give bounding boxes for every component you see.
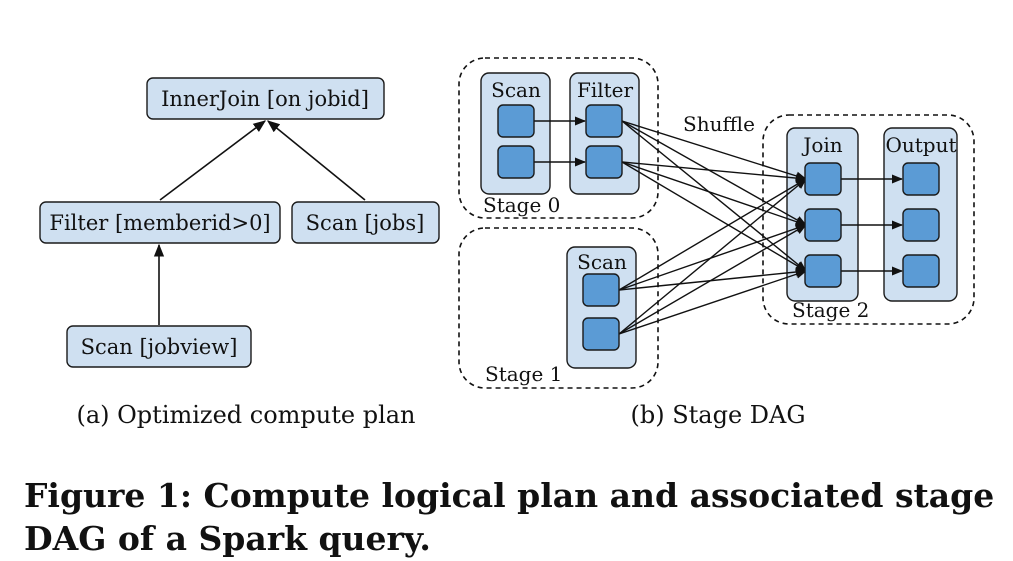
stage0-label: Stage 0 [483, 193, 560, 217]
stage1-region [458, 227, 659, 389]
task-squares [497, 104, 940, 351]
dag-output-label: Output [885, 133, 956, 157]
task-square [585, 145, 623, 179]
scan-jobview-label: Scan [jobview] [81, 335, 238, 359]
stage0-region [458, 57, 659, 219]
shuffle-edge [618, 224, 807, 335]
stage2-region [762, 114, 975, 325]
shuffle-edge [618, 178, 807, 291]
dag-scan2-label: Scan [577, 250, 627, 274]
innerjoin-label: InnerJoin [on jobid] [161, 87, 369, 111]
dag-join-label: Join [801, 133, 842, 157]
edge-filter-to-join [159, 120, 267, 201]
innerjoin-node [146, 77, 385, 120]
stage2-label: Stage 2 [792, 298, 869, 322]
task-square [902, 208, 940, 242]
task-square [902, 254, 940, 288]
shuffle-edge [618, 178, 807, 335]
dag-caption: (b) Stage DAG [630, 401, 805, 429]
stage1-label: Stage 1 [485, 362, 562, 386]
task-square [804, 254, 842, 288]
figure-caption: Figure 1: Compute logical plan and assoc… [24, 476, 995, 558]
scan-jobs-label: Scan [jobs] [306, 211, 425, 235]
dag-scan-label: Scan [491, 78, 541, 102]
task-square [582, 317, 620, 351]
figure-diagram: InnerJoin [on jobid] Filter [memberid>0]… [39, 57, 975, 429]
stage-dag: Scan Filter Scan Join Output [458, 57, 975, 429]
task-square [582, 273, 620, 307]
scan-jobview-node [66, 325, 252, 368]
shuffle-edge [621, 161, 808, 183]
task-square [804, 162, 842, 196]
shuffle-edge [618, 224, 808, 291]
task-square [497, 145, 535, 179]
task-square [804, 208, 842, 242]
compute-plan: InnerJoin [on jobid] Filter [memberid>0]… [39, 77, 440, 429]
task-square [585, 104, 623, 138]
shuffle-edge [618, 269, 808, 335]
filter-label: Filter [memberid>0] [49, 211, 270, 235]
shuffle-edge [621, 120, 807, 272]
shuffle-edges [618, 120, 808, 335]
shuffle-edge [621, 161, 808, 226]
dag-filter-label: Filter [577, 78, 634, 102]
task-square [902, 162, 940, 196]
shuffle-edge [621, 120, 808, 181]
plan-caption: (a) Optimized compute plan [76, 401, 415, 429]
edge-scanjobs-to-join [267, 120, 366, 201]
shuffle-edge [621, 161, 807, 272]
shuffle-label: Shuffle [683, 112, 755, 136]
shuffle-edge [621, 120, 807, 226]
shuffle-edge [618, 267, 808, 291]
filter-node [39, 201, 281, 244]
task-square [497, 104, 535, 138]
scan-jobs-node [291, 201, 440, 244]
